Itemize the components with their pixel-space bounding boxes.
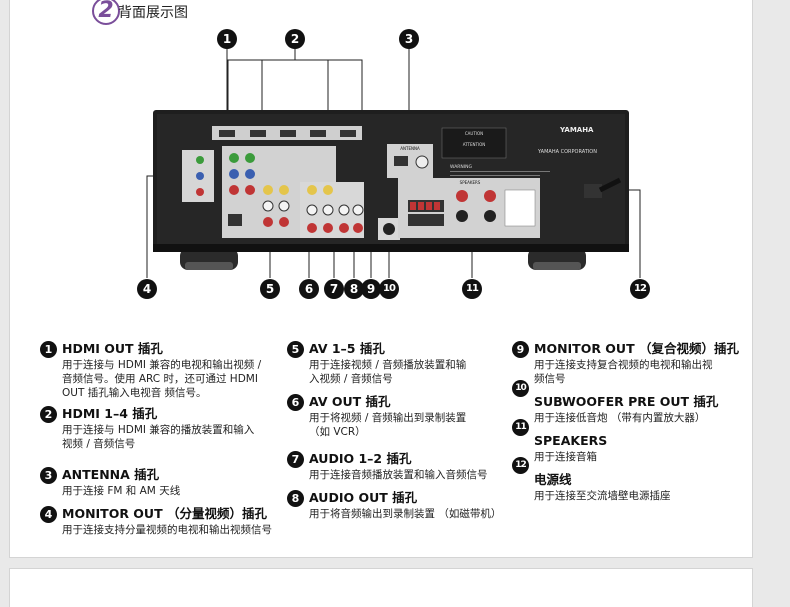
legend-item-7: 7 AUDIO 1–2 插孔 用于连接音频播放装置和输入音频信号 (287, 450, 512, 482)
next-panel (9, 568, 753, 607)
legend-desc-line: 用于连接支持复合视频的电视和输出视 (534, 359, 713, 371)
legend-desc-line: 用于连接支持分量视频的电视和输出视频信号 (62, 524, 272, 536)
callout-4: 4 (137, 279, 157, 299)
legend-title: MONITOR OUT （复合视频）插孔 (534, 341, 739, 356)
legend-item-8: 8 AUDIO OUT 插孔 用于将音频输出到录制装置 （如磁带机） (287, 489, 512, 521)
power-cord (584, 184, 602, 198)
legend-number: 11 (512, 419, 529, 436)
svg-text:WARNING: WARNING (450, 164, 472, 170)
svg-text:SPEAKERS: SPEAKERS (460, 180, 481, 185)
section-title: 背面展示图 (118, 5, 188, 21)
svg-text:ATTENTION: ATTENTION (463, 142, 486, 147)
legend-desc-line: 频信号 (534, 373, 566, 385)
legend-item-1: 1 HDMI OUT 插孔 用于连接与 HDMI 兼容的电视和输出视频 / 音频… (40, 340, 285, 400)
legend-title: MONITOR OUT （分量视频）插孔 (62, 506, 267, 521)
legend-desc-line: 用于连接视频 / 音频播放装置和输 (309, 359, 467, 371)
legend-desc-line: 用于将视频 / 音频输出到录制装置 (309, 412, 467, 424)
legend-title: SUBWOOFER PRE OUT 插孔 (534, 394, 719, 409)
legend-desc-line: （如 VCR） (309, 426, 366, 438)
legend-number: 1 (40, 341, 57, 358)
callout-8: 8 (344, 279, 364, 299)
legend-title: HDMI OUT 插孔 (62, 341, 163, 356)
legend-item-3: 3 ANTENNA 插孔 用于连接 FM 和 AM 天线 (40, 466, 285, 498)
legend-item-6: 6 AV OUT 插孔 用于将视频 / 音频输出到录制装置 （如 VCR） (287, 393, 512, 439)
legend-item-4: 4 MONITOR OUT （分量视频）插孔 用于连接支持分量视频的电视和输出视… (40, 505, 300, 537)
legend-desc-line: 音频信号。使用 ARC 时，还可通过 HDMI (62, 373, 258, 385)
legend-item-5: 5 AV 1–5 插孔 用于连接视频 / 音频播放装置和输 入视频 / 音频信号 (287, 340, 512, 386)
legend-item-9: 9 MONITOR OUT （复合视频）插孔 用于连接支持复合视频的电视和输出视… (512, 340, 747, 386)
legend-desc-line: 用于连接低音炮 （带有内置放大器） (534, 412, 706, 424)
legend-number: 6 (287, 394, 304, 411)
legend-desc-line: 入视频 / 音频信号 (309, 373, 393, 385)
svg-text:CAUTION: CAUTION (465, 131, 483, 136)
callout-1: 1 (217, 29, 237, 49)
legend-number: 7 (287, 451, 304, 468)
legend-desc-line: 用于将音频输出到录制装置 （如磁带机） (309, 508, 502, 520)
legend-title: 电源线 (534, 472, 572, 487)
legend-number: 3 (40, 467, 57, 484)
legend-number: 5 (287, 341, 304, 358)
callout-5: 5 (260, 279, 280, 299)
legend-desc-line: 用于连接与 HDMI 兼容的播放装置和输入 (62, 424, 255, 436)
callout-12: 12 (630, 279, 650, 299)
svg-text:YAMAHA: YAMAHA (559, 126, 594, 134)
legend-desc-line: 用于连接音频播放装置和输入音频信号 (309, 469, 488, 481)
legend-desc-line: 视频 / 音频信号 (62, 438, 136, 450)
callout-11: 11 (462, 279, 482, 299)
callout-10: 10 (379, 279, 399, 299)
legend-desc-line: OUT 插孔输入电视音 频信号。 (62, 387, 207, 399)
receiver-rear-panel: ANTENNA CAUTION ATTENTION WARNING YAMAHA… (146, 48, 641, 278)
legend-number: 9 (512, 341, 529, 358)
legend-item-12: 12 电源线 用于连接至交流墙壁电源插座 (512, 456, 747, 503)
callout-6: 6 (299, 279, 319, 299)
callout-7: 7 (324, 279, 344, 299)
legend-number: 4 (40, 506, 57, 523)
legend-desc-line: 用于连接 FM 和 AM 天线 (62, 485, 181, 497)
svg-text:YAMAHA CORPORATION: YAMAHA CORPORATION (537, 149, 597, 155)
legend-title: HDMI 1–4 插孔 (62, 406, 158, 421)
content-panel (9, 0, 753, 558)
svg-text:ANTENNA: ANTENNA (400, 146, 420, 151)
legend-number: 10 (512, 380, 529, 397)
section-number: 2 (92, 0, 120, 25)
legend-item-2: 2 HDMI 1–4 插孔 用于连接与 HDMI 兼容的播放装置和输入 视频 /… (40, 405, 285, 451)
legend-item-11: 11 SPEAKERS 用于连接音箱 (512, 418, 747, 464)
callout-9: 9 (361, 279, 381, 299)
legend-desc-line: 用于连接与 HDMI 兼容的电视和输出视频 / (62, 359, 262, 371)
legend-title: ANTENNA 插孔 (62, 467, 160, 482)
legend-title: SPEAKERS (534, 433, 608, 448)
legend-number: 8 (287, 490, 304, 507)
legend-title: AV 1–5 插孔 (309, 341, 385, 356)
legend-number: 12 (512, 457, 529, 474)
legend-title: AV OUT 插孔 (309, 394, 391, 409)
legend-desc-line: 用于连接至交流墙壁电源插座 (534, 490, 671, 502)
callout-3: 3 (399, 29, 419, 49)
legend-title: AUDIO OUT 插孔 (309, 490, 418, 505)
callout-2: 2 (285, 29, 305, 49)
legend-number: 2 (40, 406, 57, 423)
legend-desc-line: 用于连接音箱 (534, 451, 597, 463)
legend-title: AUDIO 1–2 插孔 (309, 451, 412, 466)
legend-item-10: 10 SUBWOOFER PRE OUT 插孔 用于连接低音炮 （带有内置放大器… (512, 379, 747, 425)
